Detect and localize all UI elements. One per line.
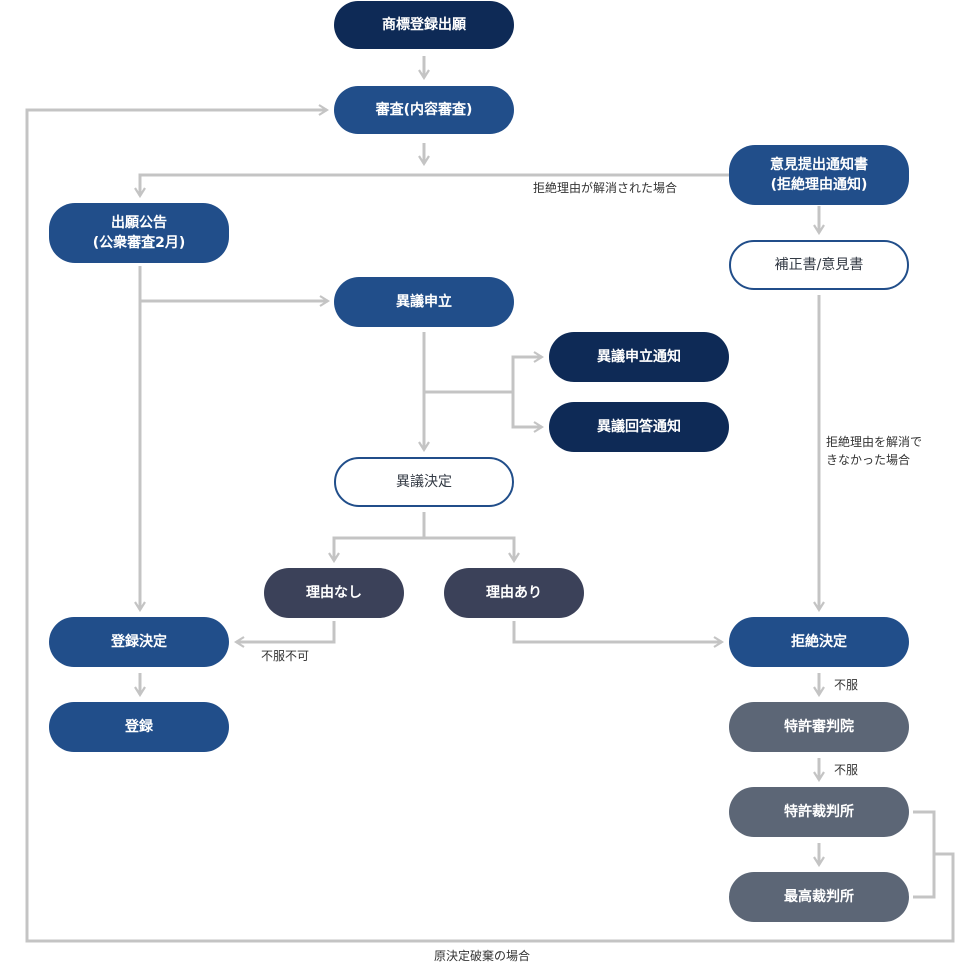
- node-registration-label: 登録: [125, 718, 153, 735]
- node-opposition: 異議申立: [334, 277, 514, 327]
- arrow-has-reason-to-rejection-decision: [512, 621, 722, 642]
- label-no-appeal: 不服不可: [261, 649, 310, 663]
- node-application-label: 商標登録出願: [382, 16, 466, 33]
- label-reason-unresolved-line2: きなかった場合: [826, 453, 911, 467]
- node-publication-line1: 出願公告: [110, 214, 167, 231]
- node-patent-tribunal-label: 特許審判院: [784, 718, 854, 735]
- node-supreme-court-label: 最高裁判所: [784, 888, 854, 905]
- arrow-decision-to-has-reason: [424, 536, 514, 561]
- node-amendment: 補正書/意見書: [729, 240, 909, 290]
- label-remand: 原決定破棄の場合: [434, 949, 531, 963]
- node-opposition-notice: 異議申立通知: [549, 332, 729, 382]
- arrow-branch-to-answer-notice: [511, 392, 542, 427]
- node-opposition-decision: 異議決定: [334, 457, 514, 507]
- node-no-reason: 理由なし: [264, 568, 404, 618]
- node-registration-decision: 登録決定: [49, 617, 229, 667]
- node-opinion-notice: 意見提出通知書 (拒絶理由通知): [729, 145, 909, 205]
- node-patent-tribunal: 特許審判院: [729, 702, 909, 752]
- node-opposition-label: 異議申立: [396, 293, 452, 310]
- label-appeal-1: 不服: [834, 678, 859, 692]
- node-opposition-decision-label: 異議決定: [396, 473, 452, 490]
- node-patent-court: 特許裁判所: [729, 787, 909, 837]
- node-opposition-notice-label: 異議申立通知: [597, 348, 681, 365]
- arrow-remand-to-examination: [25, 110, 955, 943]
- node-rejection-decision: 拒絶決定: [729, 617, 909, 667]
- node-rejection-decision-label: 拒絶決定: [791, 633, 847, 650]
- node-opposition-answer-notice: 異議回答通知: [549, 402, 729, 452]
- node-publication-line2: (公衆審査2月): [92, 235, 186, 251]
- node-examination: 審査(内容審査): [334, 86, 514, 134]
- label-reason-unresolved-line1: 拒絶理由を解消で: [826, 435, 923, 449]
- node-amendment-label: 補正書/意見書: [774, 256, 864, 273]
- arrow-resolved-to-publication: [140, 173, 729, 196]
- bracket-courts: [913, 810, 936, 899]
- label-appeal-2: 不服: [834, 763, 859, 777]
- node-registration-decision-label: 登録決定: [111, 633, 167, 650]
- node-application: 商標登録出願: [334, 1, 514, 49]
- node-has-reason-label: 理由あり: [486, 584, 542, 601]
- node-patent-court-label: 特許裁判所: [784, 803, 854, 820]
- arrow-branch-to-opposition-notice: [424, 357, 542, 394]
- label-reason-resolved: 拒絶理由が解消された場合: [533, 181, 678, 195]
- node-no-reason-label: 理由なし: [306, 584, 362, 601]
- node-registration: 登録: [49, 702, 229, 752]
- node-supreme-court: 最高裁判所: [729, 872, 909, 922]
- label-reason-unresolved: 拒絶理由を解消で きなかった場合: [826, 433, 922, 469]
- arrow-decision-to-no-reason: [334, 512, 426, 561]
- arrow-no-reason-to-registration-decision: [236, 621, 336, 642]
- node-opinion-notice-line2: (拒絶理由通知): [770, 177, 868, 193]
- node-has-reason: 理由あり: [444, 568, 584, 618]
- node-opinion-notice-line1: 意見提出通知書: [770, 156, 868, 173]
- node-opposition-answer-notice-label: 異議回答通知: [597, 418, 681, 435]
- node-publication: 出願公告 (公衆審査2月): [49, 203, 229, 263]
- node-examination-label: 審査(内容審査): [375, 101, 473, 118]
